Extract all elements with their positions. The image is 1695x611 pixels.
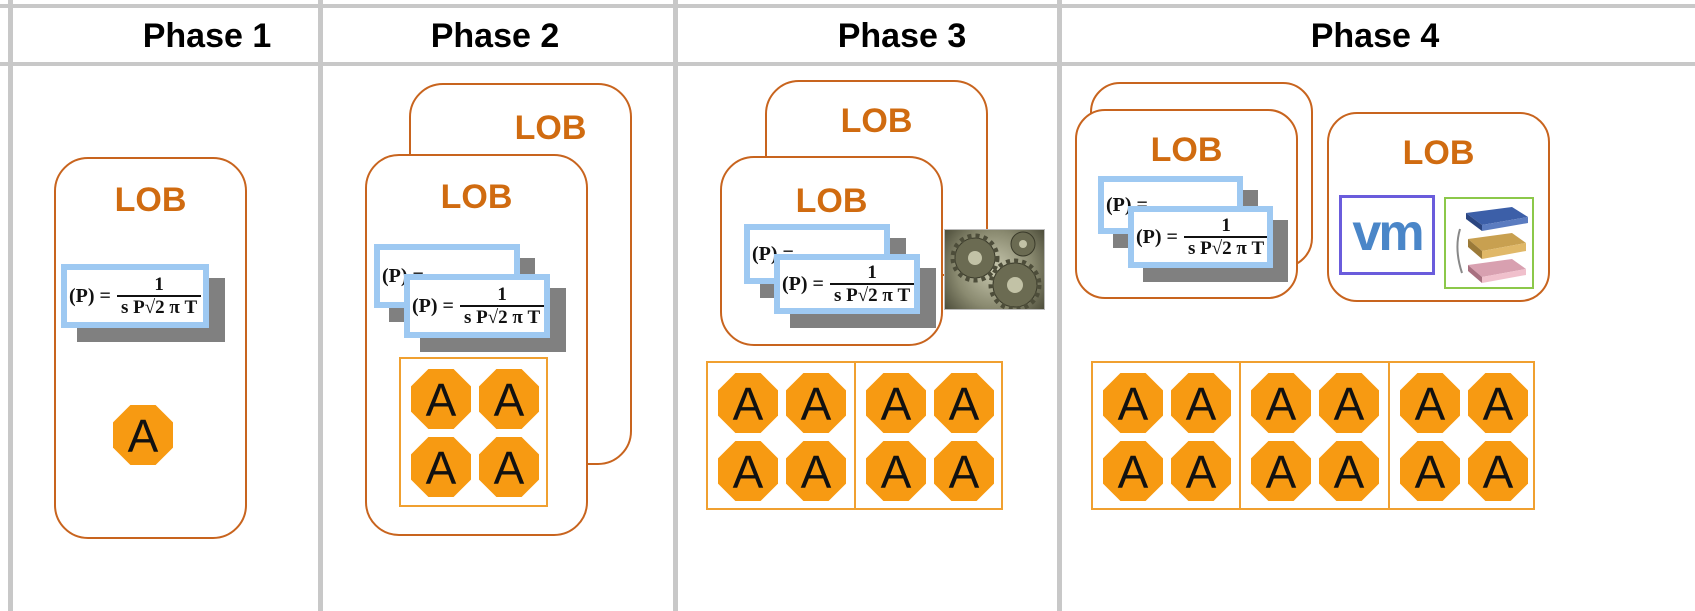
app-group-divider xyxy=(854,363,856,508)
formula-denominator: s P√2 π T xyxy=(116,295,202,318)
app-icon: A xyxy=(1251,373,1311,433)
column-divider-1 xyxy=(318,0,323,611)
formula-numerator: 1 xyxy=(1221,215,1231,236)
app-icon: A xyxy=(113,405,173,465)
gears-image xyxy=(944,229,1045,310)
app-icon: A xyxy=(411,437,471,497)
header-divider xyxy=(0,62,1695,66)
app-icon: A xyxy=(866,441,926,501)
app-icon: A xyxy=(1468,373,1528,433)
app-group: A A A A A A A A xyxy=(706,361,1003,510)
lob-label: LOB xyxy=(440,178,513,216)
lob-label: LOB xyxy=(840,102,913,140)
phase-4-header: Phase 4 xyxy=(1310,17,1440,55)
app-icon: A xyxy=(934,441,994,501)
app-icon: A xyxy=(934,373,994,433)
column-divider-2 xyxy=(673,0,678,611)
lob-label: LOB xyxy=(795,182,868,220)
phase-2-header: Phase 2 xyxy=(430,17,560,55)
app-icon: A xyxy=(1400,373,1460,433)
vmware-logo: vm xyxy=(1339,195,1435,275)
formula-lhs: (P) = xyxy=(69,284,111,307)
formula-numerator: 1 xyxy=(867,262,877,283)
lob-label: LOB xyxy=(1150,131,1223,169)
app-icon: A xyxy=(1319,373,1379,433)
app-icon: A xyxy=(1400,441,1460,501)
lob-label: LOB xyxy=(514,109,587,147)
top-border xyxy=(0,4,1695,8)
lob-label: LOB xyxy=(114,181,187,219)
formula-denominator: s P√2 π T xyxy=(1183,236,1267,259)
app-icon: A xyxy=(479,369,539,429)
app-icon: A xyxy=(718,373,778,433)
app-icon: A xyxy=(1103,441,1163,501)
formula-lhs: (P) = xyxy=(782,272,824,295)
formula-denominator: s P√2 π T xyxy=(459,305,544,328)
app-icon: A xyxy=(786,441,846,501)
column-divider-3 xyxy=(1057,0,1062,611)
app-icon: A xyxy=(1171,441,1231,501)
formula-lhs: (P) = xyxy=(412,294,454,317)
server-stack-image xyxy=(1444,197,1534,289)
app-group: A A A A xyxy=(399,357,548,507)
app-icon: A xyxy=(1468,441,1528,501)
app-icon: A xyxy=(866,373,926,433)
app-icon: A xyxy=(479,437,539,497)
left-border xyxy=(8,0,13,611)
app-icon: A xyxy=(411,369,471,429)
app-group-divider xyxy=(1239,363,1241,508)
app-icon: A xyxy=(1251,441,1311,501)
app-icon: A xyxy=(718,441,778,501)
formula-numerator: 1 xyxy=(497,284,507,305)
phase-3-header: Phase 3 xyxy=(837,17,967,55)
vmware-logo-text: vm xyxy=(1352,204,1424,262)
server-stack-icon xyxy=(1456,207,1528,283)
app-group: A A A A A A A A A A A A xyxy=(1091,361,1535,510)
app-icon: A xyxy=(1171,373,1231,433)
app-group-divider xyxy=(1388,363,1390,508)
formula-lhs: (P) = xyxy=(1136,225,1178,248)
app-icon: A xyxy=(1103,373,1163,433)
lob-label: LOB xyxy=(1402,134,1475,172)
gears-icon xyxy=(950,231,1042,309)
phase-1-lob-card: LOB xyxy=(54,157,247,539)
formula-numerator: 1 xyxy=(154,274,164,295)
phase-1-header: Phase 1 xyxy=(142,17,272,55)
app-icon: A xyxy=(1319,441,1379,501)
app-icon: A xyxy=(786,373,846,433)
formula-denominator: s P√2 π T xyxy=(829,283,914,306)
